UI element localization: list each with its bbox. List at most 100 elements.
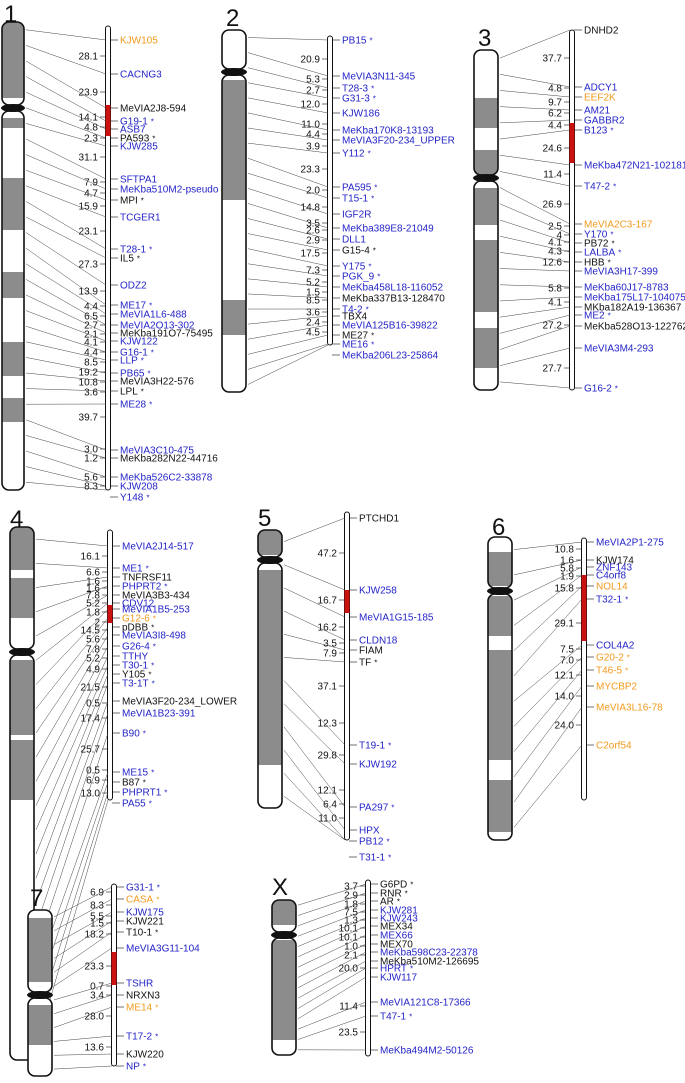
ideogram-band bbox=[272, 940, 296, 955]
connector-line bbox=[25, 45, 107, 75]
map-distance: 2.9 bbox=[344, 891, 358, 902]
marker-label: MeVIA2C3-167 bbox=[584, 220, 653, 231]
connector-line bbox=[247, 248, 329, 267]
marker-label: TSHR bbox=[126, 979, 153, 990]
map-distance: 4 bbox=[556, 231, 562, 242]
map-distance: 4.4 bbox=[548, 121, 562, 132]
connector-line bbox=[247, 344, 329, 385]
marker-label: NP* bbox=[126, 1062, 146, 1073]
marker-label: DLL1 bbox=[342, 235, 366, 246]
connector-line bbox=[513, 574, 583, 626]
ideogram-band bbox=[2, 398, 24, 422]
map-distance: 26.9 bbox=[543, 200, 563, 211]
marker-label: MeKba526C2-33878 bbox=[120, 473, 213, 484]
map-distance: 2.4 bbox=[306, 318, 320, 329]
marker-label: MEX66 bbox=[380, 931, 413, 942]
connector-line bbox=[25, 154, 107, 190]
marker-label: LALBA* bbox=[584, 248, 621, 259]
connector-line bbox=[297, 943, 367, 978]
marker-label: T46-5* bbox=[596, 666, 628, 677]
map-distance: 5.2 bbox=[86, 599, 100, 610]
connector-line bbox=[35, 673, 109, 855]
map-distance: 12.6 bbox=[543, 258, 563, 269]
ideogram-band bbox=[2, 230, 24, 272]
connector-line bbox=[499, 219, 571, 244]
connector-line bbox=[25, 310, 107, 342]
connector-line bbox=[297, 892, 367, 916]
map-distance: 4.4 bbox=[84, 302, 98, 313]
marker-label: KJW281 bbox=[380, 906, 418, 917]
ideogram-band bbox=[222, 240, 246, 275]
marker-label: ME27* bbox=[342, 331, 374, 342]
marker-label: T15-1* bbox=[342, 194, 374, 205]
ideogram-band bbox=[28, 910, 52, 918]
connector-line bbox=[297, 909, 367, 937]
map-distance: 24.6 bbox=[543, 144, 563, 155]
map-distance: 11.4 bbox=[543, 170, 562, 181]
marker-label: MeVIA2P1-275 bbox=[596, 538, 664, 549]
centromere bbox=[221, 68, 247, 76]
centromere bbox=[487, 587, 513, 595]
map-distance: 1.6 bbox=[86, 584, 100, 595]
marker-label: PB65* bbox=[120, 369, 151, 380]
ideogram-band bbox=[474, 50, 498, 82]
marker-label: FIAM bbox=[359, 646, 383, 657]
chromosome-title: 2 bbox=[226, 5, 239, 32]
marker-label: AR* bbox=[380, 897, 400, 908]
marker-label: T4-2* bbox=[342, 305, 369, 316]
ideogram-band bbox=[488, 760, 512, 780]
marker-label: KJW258 bbox=[359, 586, 397, 597]
map-distance: 8.3 bbox=[84, 482, 98, 493]
connector-line bbox=[25, 357, 107, 374]
marker-label: MPI* bbox=[120, 196, 144, 207]
map-bar bbox=[365, 879, 371, 1057]
map-bar bbox=[105, 25, 111, 491]
chromosome-panel-2: 220.95.32.712.011.04.43.923.32.014.83.52… bbox=[221, 5, 455, 393]
connector-line bbox=[499, 90, 571, 98]
map-distance: 1.8 bbox=[344, 900, 358, 911]
connector-line bbox=[247, 278, 329, 288]
marker-label: PB15* bbox=[342, 36, 373, 47]
connector-line bbox=[513, 685, 583, 778]
centromere bbox=[27, 991, 53, 999]
marker-label: Y148* bbox=[120, 493, 149, 504]
ideogram-band bbox=[28, 918, 52, 982]
marker-label: T28-1* bbox=[120, 245, 152, 256]
linkage-map: 6.98.35.51.518.223.30.73.428.013.6G31-1*… bbox=[85, 883, 201, 1073]
connector-line bbox=[53, 1065, 113, 1070]
marker-label: T47-1* bbox=[380, 1012, 412, 1023]
map-distance: 2.7 bbox=[306, 86, 320, 97]
connector-line bbox=[35, 712, 109, 927]
marker-label: ZNF143 bbox=[596, 563, 633, 574]
ideogram-band bbox=[28, 1005, 52, 1045]
connector-line bbox=[283, 796, 346, 841]
centromere bbox=[9, 648, 35, 656]
connector-line bbox=[499, 29, 571, 59]
ideogram-band bbox=[488, 596, 512, 636]
map-distance: 28.0 bbox=[85, 1012, 105, 1023]
marker-label: MeVIA3H17-399 bbox=[584, 267, 658, 278]
map-distance: 3.5 bbox=[323, 639, 337, 650]
map-distance: 6.4 bbox=[323, 800, 337, 811]
marker-label: PHPRT1* bbox=[122, 788, 167, 799]
connector-line bbox=[499, 296, 571, 302]
connector-line bbox=[499, 284, 571, 288]
connector-line bbox=[35, 594, 109, 637]
marker-label: KJW175 bbox=[126, 908, 164, 919]
connector-line bbox=[53, 920, 113, 959]
connector-line bbox=[25, 388, 107, 392]
ideogram bbox=[1, 21, 25, 491]
marker-label: PA297* bbox=[359, 803, 394, 814]
connector-line bbox=[25, 232, 107, 286]
connector-line bbox=[25, 372, 107, 382]
map-distance: 5.8 bbox=[548, 284, 562, 295]
marker-label: HPX bbox=[359, 826, 380, 837]
marker-label: RNR* bbox=[380, 889, 408, 900]
marker-label: KJW186 bbox=[342, 109, 380, 120]
marker-label: KJW221 bbox=[126, 917, 164, 928]
map-distance: 0.5 bbox=[86, 699, 100, 710]
marker-label: MeKba389E8-21049 bbox=[342, 224, 434, 235]
map-distance: 0.7 bbox=[90, 982, 104, 993]
